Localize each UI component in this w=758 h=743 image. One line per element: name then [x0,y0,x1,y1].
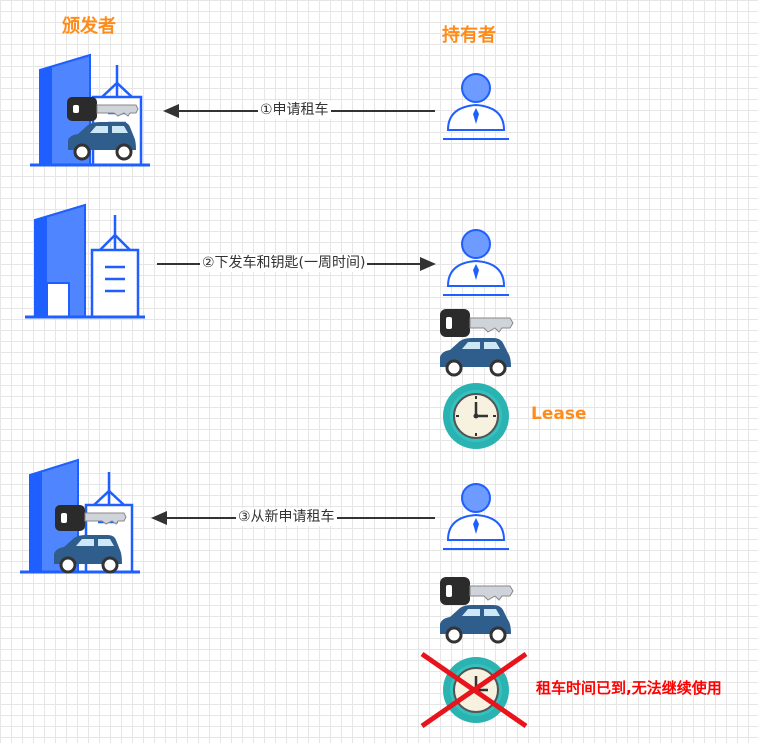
issuer-building-icon [25,203,145,319]
step1-label: ①申请租车 [258,101,331,119]
key-icon [440,309,514,337]
key-icon [440,577,514,605]
clock-icon [443,383,509,449]
issuer-building-with-key-and-car-icon [20,458,140,574]
expired-label: 租车时间已到,无法继续使用 [536,679,722,697]
step3-label: ③从新申请租车 [236,508,337,526]
car-icon [440,605,511,644]
issuer-title: 颁发者 [62,16,116,37]
car-icon [440,338,511,377]
holder-person-icon [443,229,509,296]
arrow-head-left-icon [163,104,179,118]
step2-label: ②下发车和钥匙(一周时间) [200,254,368,272]
expired-clock-icon [420,651,528,729]
holder-person-icon [443,73,509,140]
issuer-building-with-key-and-car-icon [30,53,150,167]
holder-title: 持有者 [442,25,496,46]
lease-label: Lease [531,404,587,424]
arrow-head-left-icon [151,511,167,525]
arrow-head-right-icon [420,257,436,271]
holder-person-icon [443,483,509,550]
